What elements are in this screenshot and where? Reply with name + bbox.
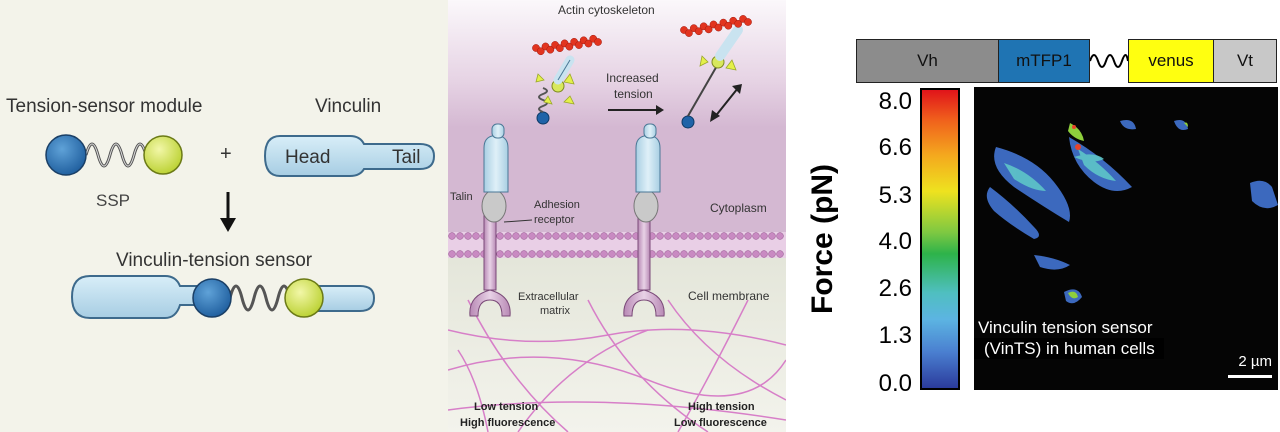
- tick-label: 8.0: [878, 88, 912, 115]
- tick-label: 5.3: [878, 182, 912, 209]
- donor-fluorophore: [45, 134, 87, 176]
- force-axis-label: Force (pN): [806, 164, 839, 314]
- fluorescence-image: Vinculin tension sensor (VinTS) in human…: [974, 87, 1278, 390]
- fret-burst-icon: [535, 55, 737, 105]
- increased-label-1: Increased: [606, 71, 659, 85]
- vinculin-protein: [263, 135, 436, 177]
- ssp-label: SSP: [96, 191, 130, 210]
- panel-mechanism: Actin cytoskeleton Increased tension Tal…: [448, 0, 786, 432]
- construct-vt: Vt: [1213, 39, 1277, 83]
- talin-right: [633, 25, 743, 223]
- module-label: Tension-sensor module: [6, 96, 202, 117]
- tick-label: 1.3: [878, 322, 912, 349]
- construct-vh: Vh: [856, 39, 999, 83]
- tension-double-arrow: [710, 84, 742, 122]
- construct-mtfp1: mTFP1: [998, 39, 1090, 83]
- result-label: Vinculin-tension sensor: [116, 250, 313, 271]
- cell-membrane: [448, 232, 786, 258]
- low-tension-label: Low tension: [474, 401, 538, 413]
- vinculin-tension-sensor: [70, 275, 376, 319]
- scalebar-label: 2 µm: [1238, 353, 1272, 370]
- cytoplasm-label: Cytoplasm: [710, 201, 767, 215]
- increased-tension-arrow: [608, 105, 664, 115]
- actin-label: Actin cytoskeleton: [558, 3, 655, 17]
- tail-label: Tail: [392, 147, 421, 168]
- tick-label: 4.0: [878, 228, 912, 255]
- extracellular-label-2: matrix: [540, 305, 570, 317]
- adhesion-receptor-left: [469, 211, 511, 317]
- image-caption: Vinculin tension sensor (VinTS) in human…: [974, 317, 1278, 359]
- caption-line-1: Vinculin tension sensor: [978, 318, 1153, 337]
- head-label: Head: [285, 147, 330, 168]
- caption-line-2: (VinTS) in human cells: [974, 338, 1164, 359]
- high-fluorescence-label: High fluorescence: [460, 417, 555, 429]
- tick-label: 6.6: [878, 134, 912, 161]
- ecm-fibers: [448, 299, 786, 432]
- down-arrow: [220, 192, 236, 232]
- adhesion-label-2: receptor: [534, 214, 575, 226]
- extracellular-label-1: Extracellular: [518, 291, 579, 303]
- adhesion-label-1: Adhesion: [534, 199, 580, 211]
- tick-label: 2.6: [878, 275, 912, 302]
- vinculin-label: Vinculin: [315, 96, 381, 117]
- construct-venus: venus: [1128, 39, 1214, 83]
- panel-sensor-module: Tension-sensor module Vinculin + Head Ta…: [0, 0, 448, 432]
- panel-force-map: Vh mTFP1 venus Vt Force (pN) 8.0 6.6 5.3…: [786, 0, 1280, 432]
- adhesion-receptor-right: [623, 211, 665, 317]
- tension-sensor-module: [45, 134, 183, 176]
- low-fluorescence-label: Low fluorescence: [674, 417, 767, 429]
- talin-left: [481, 55, 575, 223]
- high-tension-label: High tension: [688, 401, 755, 413]
- linker-icon: [1090, 54, 1128, 68]
- scalebar: [1228, 375, 1272, 378]
- talin-label: Talin: [450, 191, 473, 203]
- membrane-label: Cell membrane: [688, 289, 770, 303]
- tick-label: 0.0: [878, 370, 912, 397]
- acceptor-fluorophore: [143, 135, 183, 175]
- plus-sign: +: [220, 143, 232, 165]
- actin-filaments: [532, 15, 752, 56]
- force-colorbar: [920, 88, 960, 390]
- increased-label-2: tension: [614, 87, 653, 101]
